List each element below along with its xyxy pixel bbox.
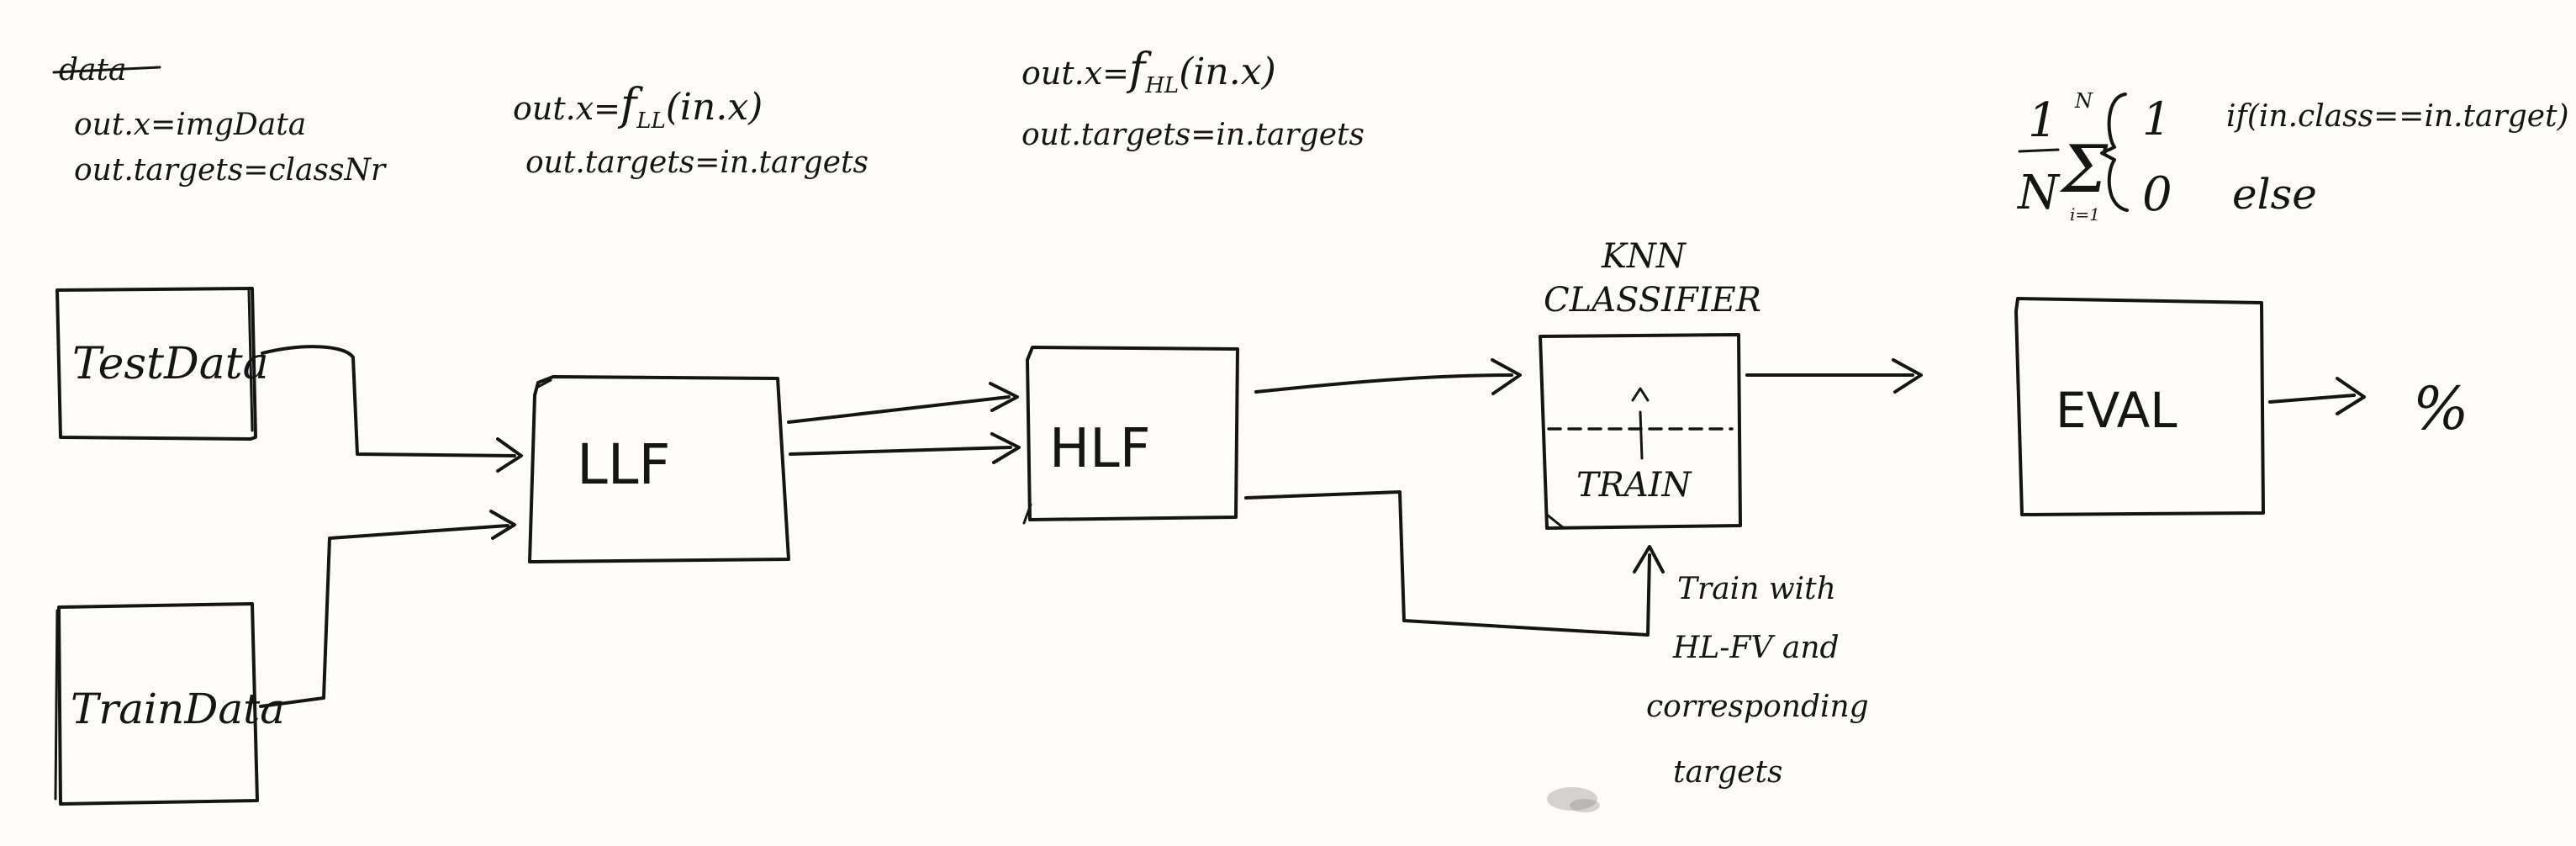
knn-train-label: TRAIN <box>1576 466 1692 505</box>
eval-sum-upper: N <box>2074 89 2093 113</box>
eval-block: EVAL <box>2014 297 2265 516</box>
llf-to-hlf-connectors <box>787 382 1021 464</box>
hlf-label: HLF <box>1049 418 1151 480</box>
output-percent: % <box>2413 374 2469 443</box>
train-note-line1: Train with <box>1677 572 1836 606</box>
llf-formula-prefix: out.x= <box>513 90 620 127</box>
eval-formula: 1 N Σ N i=1 1 if(in.class==in.target) 0 … <box>2016 89 2569 225</box>
eval-frac-denominator: N <box>2016 166 2061 220</box>
eval-frac-bar <box>2018 148 2060 153</box>
data-annotation-line2: out.targets=classNr <box>74 153 387 188</box>
hlf-to-knn-connector <box>1254 358 1522 395</box>
hlf-formula-suffix: (in.x) <box>1179 50 1276 93</box>
llf-formula-line: out.x=fLL(in.x) <box>513 80 763 134</box>
knn-title-line2: CLASSIFIER <box>1544 281 1761 320</box>
train-to-llf-connector <box>259 510 516 708</box>
knn-dashed-up-arrow <box>1631 387 1650 460</box>
eval-sum-lower: i=1 <box>2070 204 2100 225</box>
eval-case1-value: 1 <box>2142 93 2171 145</box>
hlf-annotation-line2: out.targets=in.targets <box>1021 118 1365 152</box>
eval-to-output-connector: % <box>2268 374 2469 443</box>
llf-block: LLF <box>528 375 790 563</box>
llf-annotation-line2: out.targets=in.targets <box>525 145 868 180</box>
eval-case2-value: 0 <box>2142 167 2172 222</box>
hlf-block: HLF <box>1022 346 1239 525</box>
train-data-label: TrainData <box>71 685 285 733</box>
train-note: Train with HL-FV and corresponding targe… <box>1646 572 1869 790</box>
eval-label: EVAL <box>2056 382 2177 439</box>
eval-case1-condition: if(in.class==in.target) <box>2226 99 2569 134</box>
curly-brace-icon <box>2100 93 2129 212</box>
test-data-block: TestData <box>55 287 269 441</box>
train-note-line4: targets <box>1673 755 1782 790</box>
knn-title-line1: KNN <box>1601 237 1687 276</box>
eval-frac-numerator: 1 <box>2028 93 2058 148</box>
hlf-formula-line: out.x=fHL(in.x) <box>1021 45 1276 98</box>
hlf-annotation: out.x=fHL(in.x) out.targets=in.targets <box>1021 45 1365 152</box>
eval-case2-condition: else <box>2232 170 2317 219</box>
llf-formula-suffix: (in.x) <box>666 86 763 129</box>
hlf-formula-prefix: out.x= <box>1021 55 1129 92</box>
llf-formula-sub: LL <box>636 108 666 134</box>
data-strike-line <box>52 66 161 74</box>
llf-annotation: out.x=fLL(in.x) out.targets=in.targets <box>513 80 868 180</box>
scan-smudge <box>1547 787 1600 812</box>
train-note-line3: corresponding <box>1646 690 1869 724</box>
hlf-formula-sub: HL <box>1144 73 1179 98</box>
test-to-llf-connector <box>261 345 523 473</box>
train-note-line2: HL-FV and <box>1672 631 1840 665</box>
hlf-to-knn-train-connector <box>1244 490 1665 637</box>
llf-label: LLF <box>577 432 671 497</box>
test-data-label: TestData <box>72 339 269 389</box>
sigma-icon: Σ <box>2059 132 2109 208</box>
knn-classifier-block: KNN CLASSIFIER TRAIN <box>1539 237 1761 530</box>
train-data-block: TrainData <box>54 602 285 806</box>
data-annotation: data out.x=imgData out.targets=classNr <box>52 53 387 188</box>
data-annotation-line1: out.x=imgData <box>74 108 306 142</box>
knn-to-eval-connector <box>1745 358 1923 394</box>
